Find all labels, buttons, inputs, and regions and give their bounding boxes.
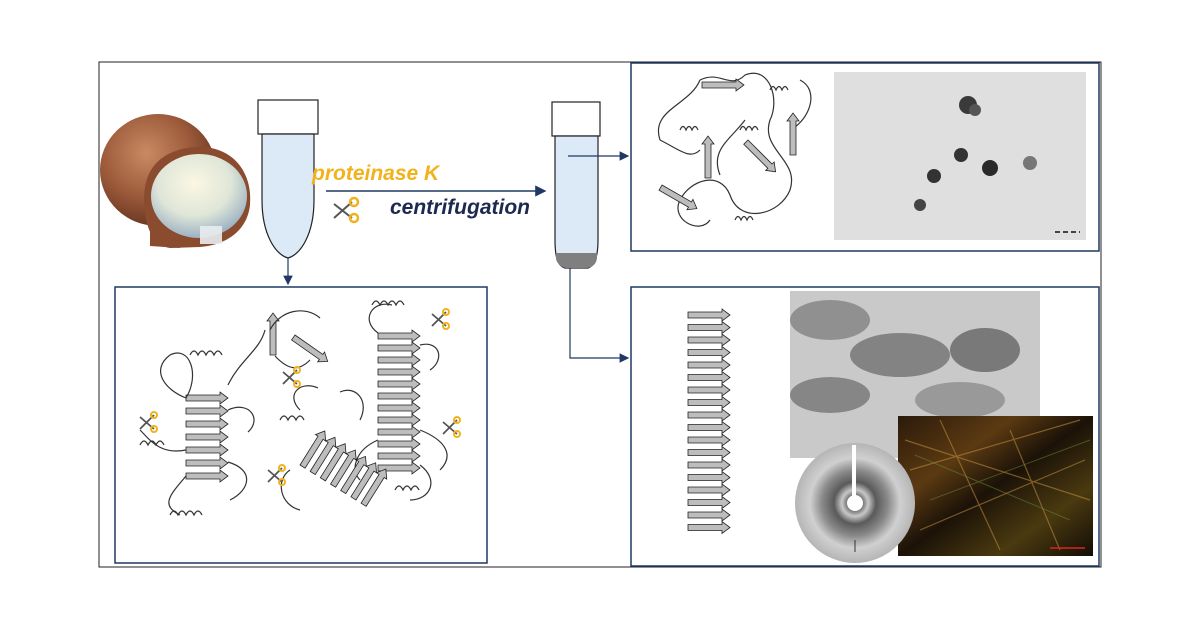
tem-image-supernatant (834, 72, 1086, 240)
x-ray-diffraction-pattern (795, 443, 915, 563)
tube-sample (257, 99, 319, 259)
pellet (556, 253, 597, 268)
scissors-icon (139, 308, 461, 486)
step-proteinase-k: proteinase K (312, 162, 440, 185)
step-centrifugation: centrifugation (390, 196, 530, 219)
outer-frame (98, 61, 1102, 568)
egg-photo (100, 114, 251, 248)
tube-centrifuged (551, 101, 601, 269)
amyloid-aggregate-schematic (139, 300, 448, 517)
disordered-peptides-schematic (657, 72, 812, 227)
aggregate-panel (114, 286, 488, 564)
scissors-icon (333, 196, 360, 224)
arrow-to-pellet (569, 268, 630, 363)
polarized-light-image (898, 416, 1093, 556)
